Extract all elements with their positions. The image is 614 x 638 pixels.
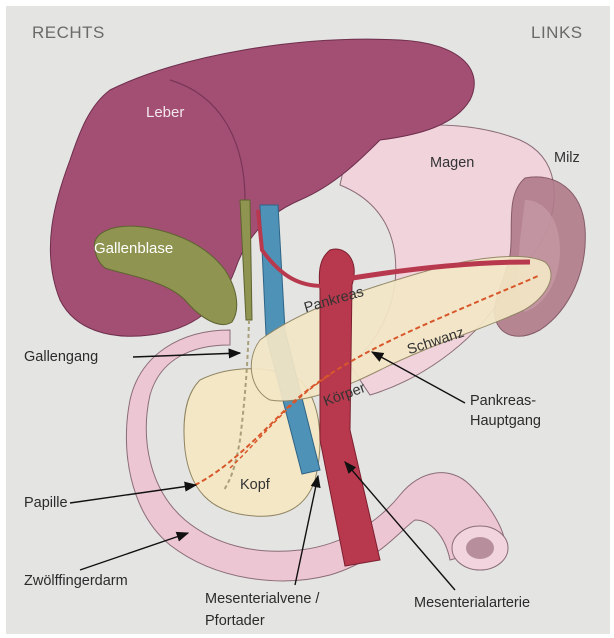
mesenterialvene-label: Mesenterialvene /: [205, 590, 319, 608]
magen-label: Magen: [430, 154, 474, 172]
zwoelffingerdarm-label: Zwölffingerdarm: [24, 572, 128, 590]
pfortader-label: Pfortader: [205, 612, 265, 630]
gallengang-shape: [240, 200, 252, 320]
leber-label: Leber: [146, 104, 184, 122]
mesenterialarterie-label: Mesenterialarterie: [414, 594, 530, 612]
arrow-gallengang: [133, 353, 240, 357]
arrow-zwoelffingerdarm: [80, 533, 188, 570]
gallengang-label: Gallengang: [24, 348, 98, 366]
kopf-label: Kopf: [240, 476, 270, 494]
pankreas-hauptgang-label-2: Hauptgang: [470, 412, 541, 430]
milz-label: Milz: [554, 149, 580, 167]
intestine-lumen: [466, 537, 494, 559]
pankreas-hauptgang-label-1: Pankreas-: [470, 392, 536, 410]
orientation-left-label: LINKS: [531, 24, 583, 42]
gallenblase-label: Gallenblase: [94, 240, 173, 258]
papille-label: Papille: [24, 494, 68, 512]
orientation-right-label: RECHTS: [32, 24, 105, 42]
arrow-papille: [70, 485, 196, 503]
